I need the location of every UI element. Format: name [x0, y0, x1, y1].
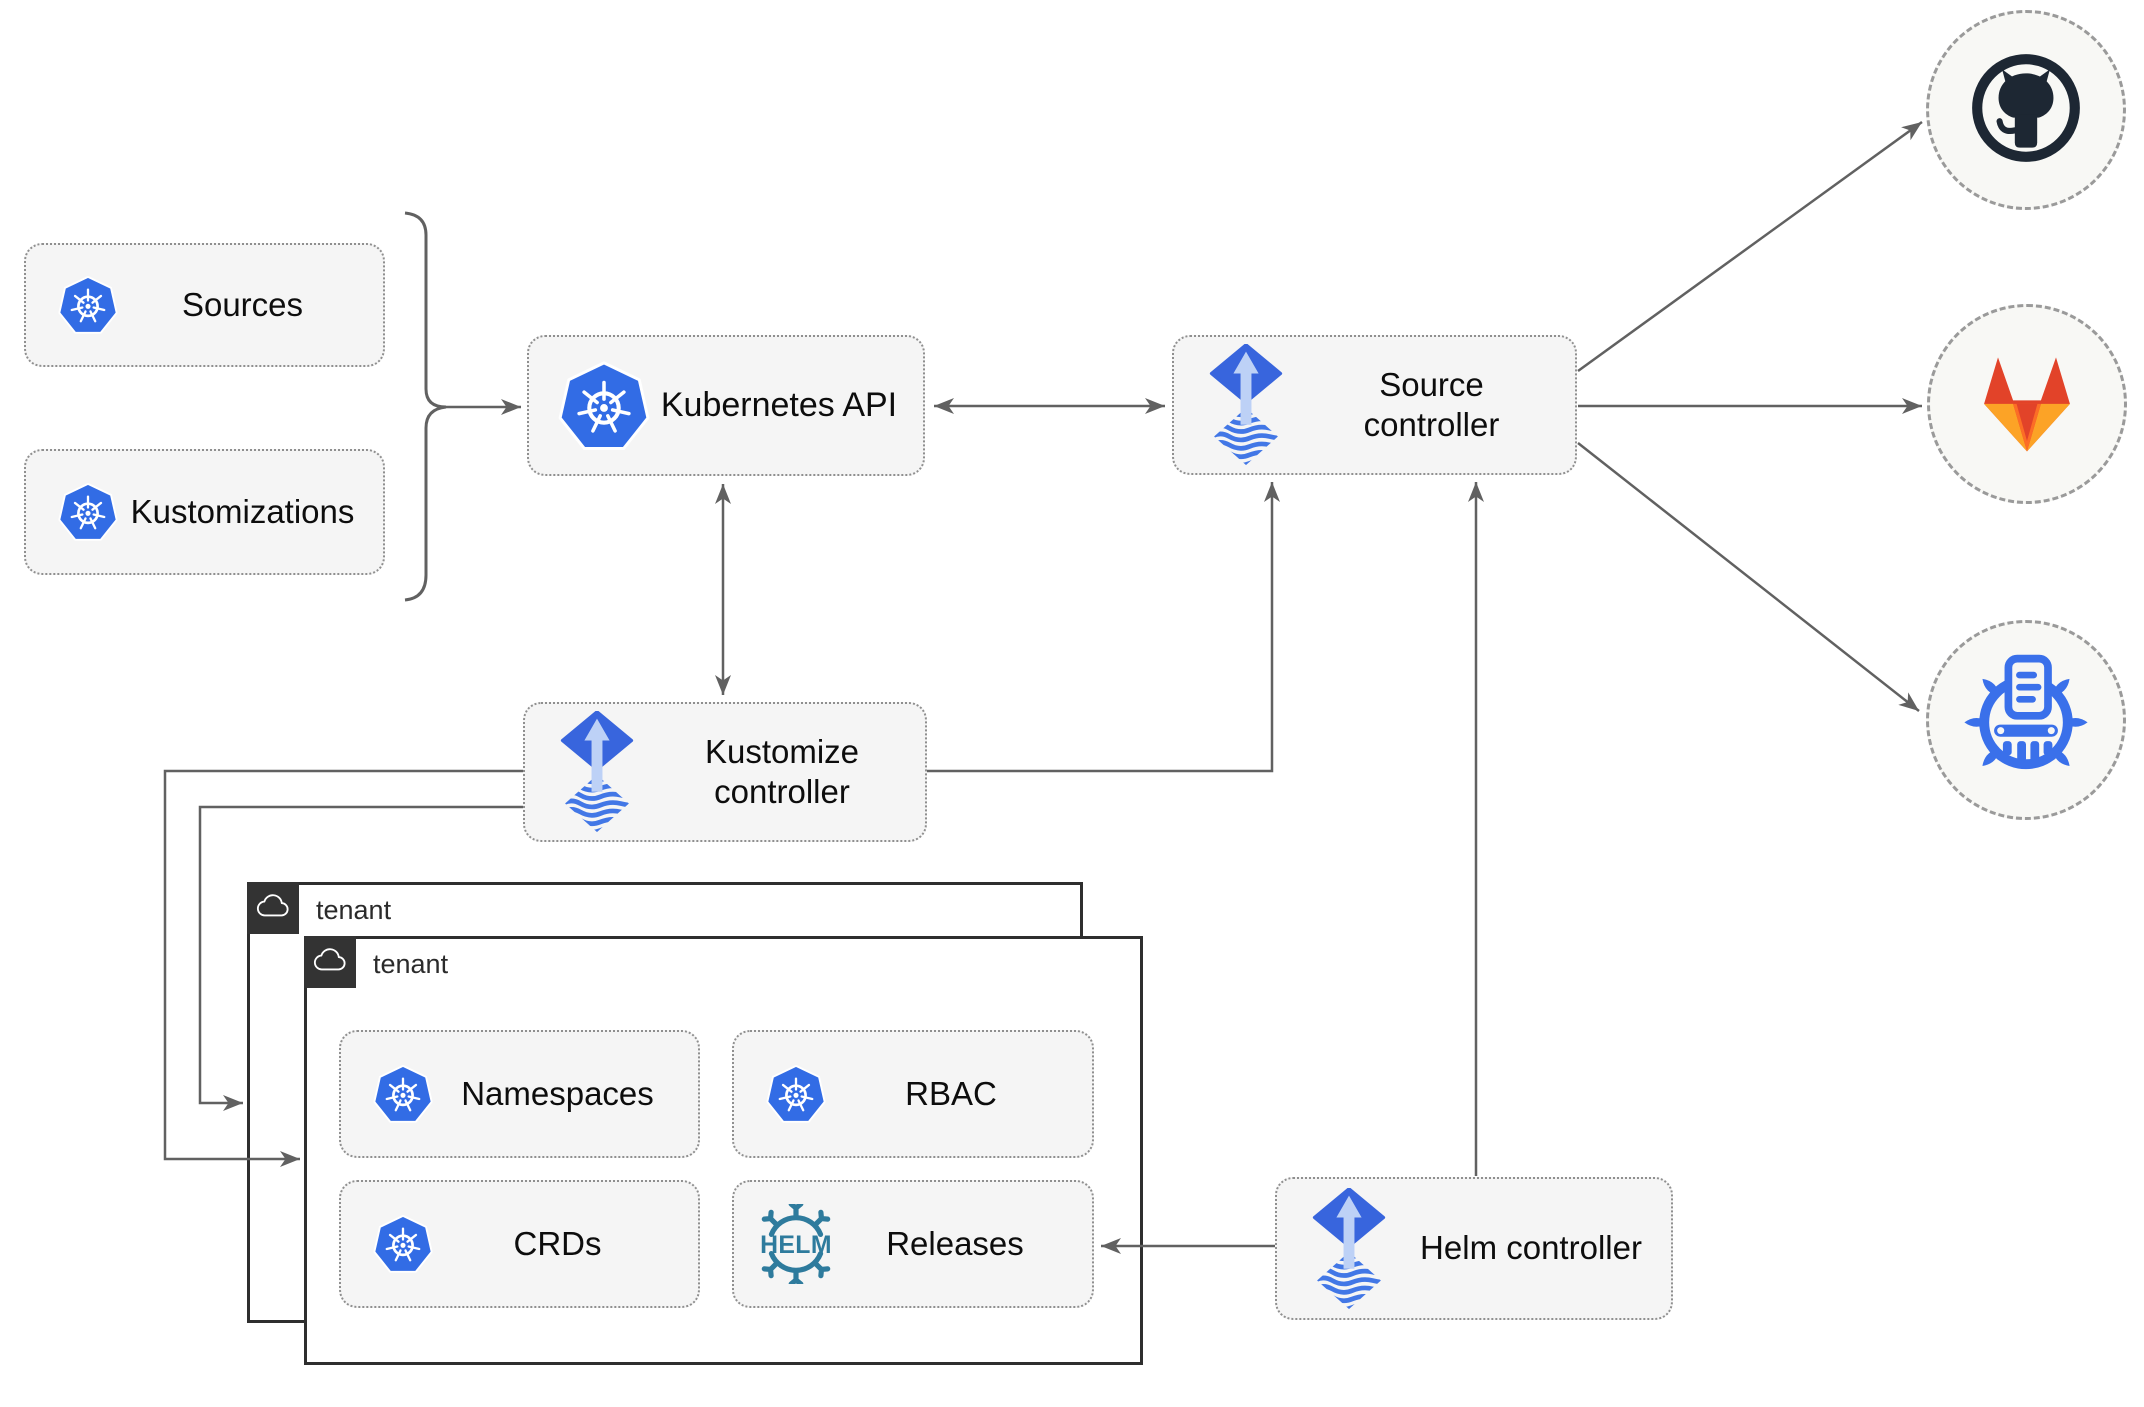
node-kustomizations: Kustomizations	[24, 449, 385, 575]
node-label: Kustomize controller	[704, 732, 860, 810]
kubernetes-icon	[56, 480, 120, 544]
node-releases: HELM Releases	[732, 1180, 1094, 1308]
kubernetes-icon	[371, 1062, 435, 1126]
node-namespaces: Namespaces	[339, 1030, 700, 1158]
node-label: RBAC	[905, 1074, 997, 1112]
node-label: Source controller	[1363, 365, 1500, 443]
helm-wordmark: HELM	[760, 1232, 832, 1259]
endpoint-chart-repository	[1926, 620, 2126, 820]
cloud-icon	[256, 892, 290, 924]
node-label: Helm controller	[1420, 1229, 1642, 1267]
tenant-tab	[304, 936, 356, 988]
endpoint-gitlab	[1927, 304, 2127, 504]
kubernetes-icon	[555, 357, 653, 455]
cloud-icon	[313, 946, 347, 978]
node-kubernetes-api: Kubernetes API	[527, 335, 925, 476]
node-source-controller: Source controller	[1172, 335, 1577, 475]
tenant-label: tenant	[373, 949, 449, 979]
chartmuseum-icon	[1960, 652, 2092, 789]
node-label: Releases	[886, 1224, 1024, 1262]
edge-kustomize-to-source	[927, 482, 1280, 773]
node-label: CRDs	[513, 1224, 602, 1262]
node-sources: Sources	[24, 243, 385, 367]
edge-source-to-github	[1577, 120, 1923, 373]
github-icon	[1965, 47, 2087, 174]
node-helm-controller: Helm controller	[1275, 1177, 1673, 1320]
endpoint-github	[1926, 10, 2126, 210]
node-label: Kubernetes API	[660, 385, 898, 424]
gitlab-icon	[1969, 348, 2085, 460]
flux-icon	[1204, 344, 1288, 466]
tenant-tab	[247, 882, 299, 934]
flux-icon	[555, 711, 639, 833]
tenant-label: tenant	[316, 895, 392, 925]
node-label: Sources	[181, 285, 304, 323]
helm-icon: HELM	[756, 1204, 836, 1284]
kubernetes-icon	[764, 1062, 828, 1126]
node-label: Kustomizations	[130, 492, 355, 530]
edge-source-to-chart-repository	[1577, 442, 1920, 712]
node-crds: CRDs	[339, 1180, 700, 1308]
node-label: Namespaces	[461, 1074, 654, 1112]
flux-icon	[1307, 1188, 1391, 1310]
kubernetes-icon	[371, 1212, 435, 1276]
node-kustomize-controller: Kustomize controller	[523, 702, 927, 842]
brace-sources-group	[404, 211, 447, 602]
node-rbac: RBAC	[732, 1030, 1094, 1158]
kubernetes-icon	[56, 273, 120, 337]
